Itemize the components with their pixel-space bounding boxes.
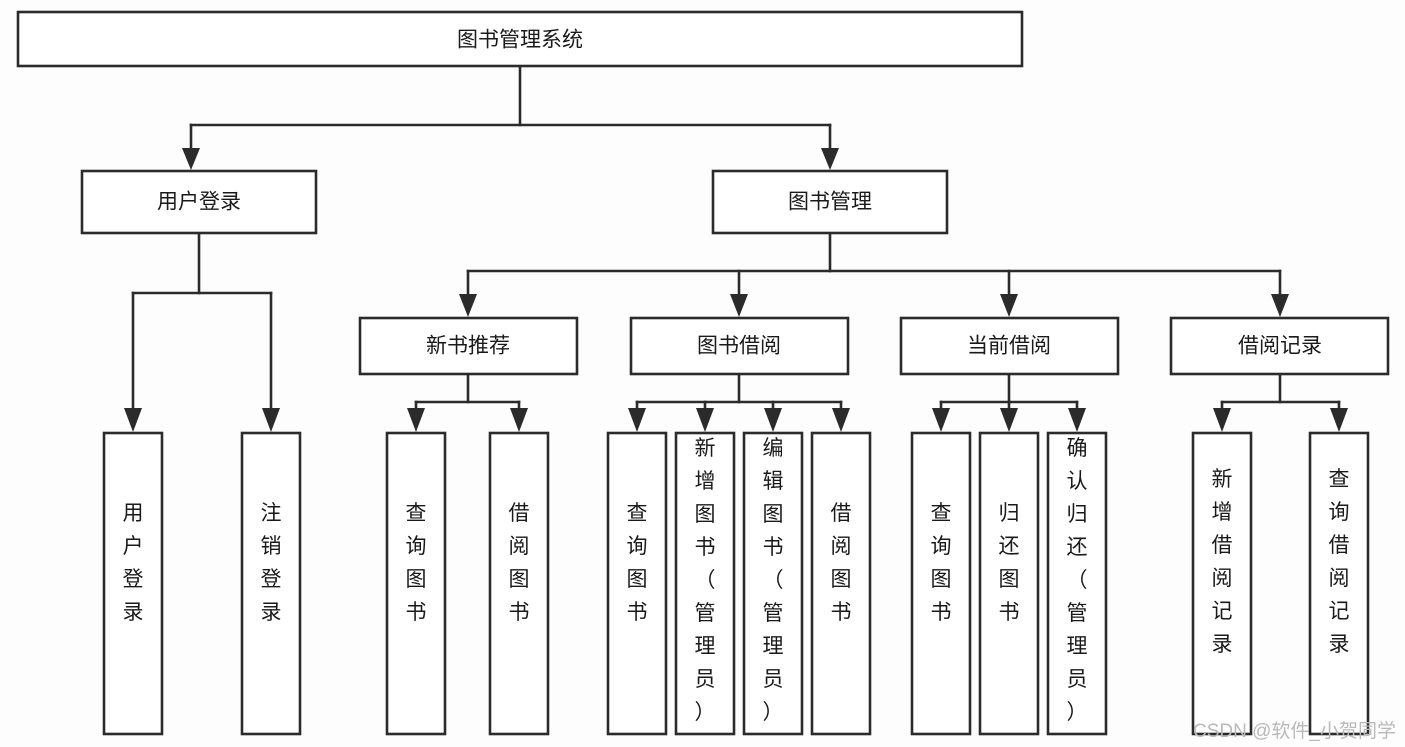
node-current-borrow[interactable]: 当前借阅	[899, 316, 1120, 376]
leaf-book-borrow-2[interactable]: 编辑图书（管理员）	[742, 431, 804, 736]
leaf-book-borrow-0[interactable]: 查询图书	[606, 431, 668, 736]
node-book-borrow-label: 图书借阅	[697, 335, 781, 358]
leaf-borrow-record-1-label: 查询借阅记录	[1329, 468, 1350, 656]
arrow-head-leaf-book-borrow-0	[628, 408, 646, 432]
leaf-book-borrow-0-box[interactable]	[606, 431, 668, 736]
csdn-watermark: CSDN @软件_小贺同学	[1193, 720, 1396, 742]
leaf-current-borrow-1[interactable]: 归还图书	[978, 431, 1040, 736]
node-book-borrow[interactable]: 图书借阅	[629, 316, 850, 376]
leaf-book-borrow-1-box[interactable]	[674, 431, 736, 736]
arrow-head-leaf-borrow-record-1	[1330, 408, 1348, 432]
arrow-head-leaf-borrow-record-0	[1213, 408, 1231, 432]
leaf-book-borrow-1-label: 新增图书（管理员）	[695, 437, 716, 724]
leaf-borrow-record-0[interactable]: 新增借阅记录	[1191, 431, 1253, 736]
leaf-new-book-recommend-1[interactable]: 借阅图书	[488, 431, 550, 736]
node-borrow-record-label: 借阅记录	[1238, 335, 1322, 358]
leaf-new-book-recommend-0[interactable]: 查询图书	[385, 431, 447, 736]
arrow-head-leaf-current-borrow-0	[932, 408, 950, 432]
arrow-head-borrow-record	[1271, 294, 1289, 317]
leaf-book-borrow-3-box[interactable]	[810, 431, 872, 736]
leaf-current-borrow-2-box[interactable]	[1046, 431, 1108, 736]
leaf-book-borrow-0-label: 查询图书	[627, 502, 648, 624]
node-root-label: 图书管理系统	[457, 29, 583, 52]
leaf-current-borrow-0[interactable]: 查询图书	[910, 431, 972, 736]
node-user-login[interactable]: 用户登录	[80, 169, 318, 235]
arrow-head-leaf-book-borrow-2	[764, 408, 782, 432]
leaf-current-borrow-1-label: 归还图书	[999, 502, 1020, 624]
node-new-book-recommend-box[interactable]	[358, 316, 579, 376]
node-borrow-record-box[interactable]	[1169, 316, 1390, 376]
leaf-new-book-recommend-1-box[interactable]	[488, 431, 550, 736]
node-book-management[interactable]: 图书管理	[711, 169, 949, 235]
leaf-borrow-record-0-label: 新增借阅记录	[1212, 468, 1233, 656]
leaf-user-login-0-box[interactable]	[102, 431, 164, 736]
node-book-management-box[interactable]	[711, 169, 949, 235]
leaf-user-login-1-box[interactable]	[240, 431, 302, 736]
arrow-head-user-login	[182, 148, 200, 170]
arrow-head-leaf-new-book-1	[510, 408, 528, 432]
arrow-head-leaf-book-borrow-3	[832, 408, 850, 432]
node-book-management-label: 图书管理	[788, 191, 872, 214]
leaf-borrow-record-0-box[interactable]	[1191, 431, 1253, 736]
leaf-current-borrow-1-box[interactable]	[978, 431, 1040, 736]
arrow-head-new-book	[459, 294, 477, 317]
leaf-borrow-record-1-box[interactable]	[1308, 431, 1370, 736]
arrow-head-book-mgmt	[821, 148, 839, 170]
arrow-head-leaf-current-borrow-2	[1068, 408, 1086, 432]
leaf-book-borrow-3-label: 借阅图书	[831, 502, 852, 624]
leaf-book-borrow-2-box[interactable]	[742, 431, 804, 736]
leaf-borrow-record-1[interactable]: 查询借阅记录	[1308, 431, 1370, 736]
leaf-current-borrow-0-box[interactable]	[910, 431, 972, 736]
leaf-user-login-1-label: 注销登录	[261, 502, 282, 624]
leaf-user-login-0-label: 用户登录	[123, 502, 144, 624]
leaf-new-book-recommend-1-label: 借阅图书	[509, 502, 530, 624]
node-borrow-record[interactable]: 借阅记录	[1169, 316, 1390, 376]
leaf-book-borrow-1[interactable]: 新增图书（管理员）	[674, 431, 736, 736]
leaf-current-borrow-2[interactable]: 确认归还（管理员）	[1046, 431, 1108, 736]
leaf-current-borrow-0-label: 查询图书	[931, 502, 952, 624]
arrow-head-leaf-user-login-1	[262, 408, 280, 432]
node-user-login-box[interactable]	[80, 169, 318, 235]
leaf-book-borrow-3[interactable]: 借阅图书	[810, 431, 872, 736]
node-new-book-recommend[interactable]: 新书推荐	[358, 316, 579, 376]
leaf-user-login-0[interactable]: 用户登录	[102, 431, 164, 736]
leaf-new-book-recommend-0-box[interactable]	[385, 431, 447, 736]
arrow-head-leaf-new-book-0	[407, 408, 425, 432]
leaf-new-book-recommend-0-label: 查询图书	[406, 502, 427, 624]
node-book-borrow-box[interactable]	[629, 316, 850, 376]
arrow-head-book-borrow	[730, 294, 748, 317]
node-current-borrow-label: 当前借阅	[967, 335, 1051, 358]
leaf-book-borrow-2-label: 编辑图书（管理员）	[763, 437, 784, 724]
arrow-head-leaf-user-login-0	[124, 408, 142, 432]
node-root-book-management-system[interactable]: 图书管理系统	[16, 10, 1024, 68]
arrow-head-leaf-book-borrow-1	[696, 408, 714, 432]
connector-layer	[124, 64, 1348, 432]
node-user-login-label: 用户登录	[157, 191, 241, 214]
node-current-borrow-box[interactable]	[899, 316, 1120, 376]
arrow-head-leaf-current-borrow-1	[1000, 408, 1018, 432]
node-new-book-recommend-label: 新书推荐	[426, 335, 510, 358]
leaf-user-login-1[interactable]: 注销登录	[240, 431, 302, 736]
node-root-box[interactable]	[16, 10, 1024, 68]
leaf-current-borrow-2-label: 确认归还（管理员）	[1067, 437, 1088, 724]
arrow-head-current-borrow	[1000, 294, 1018, 317]
